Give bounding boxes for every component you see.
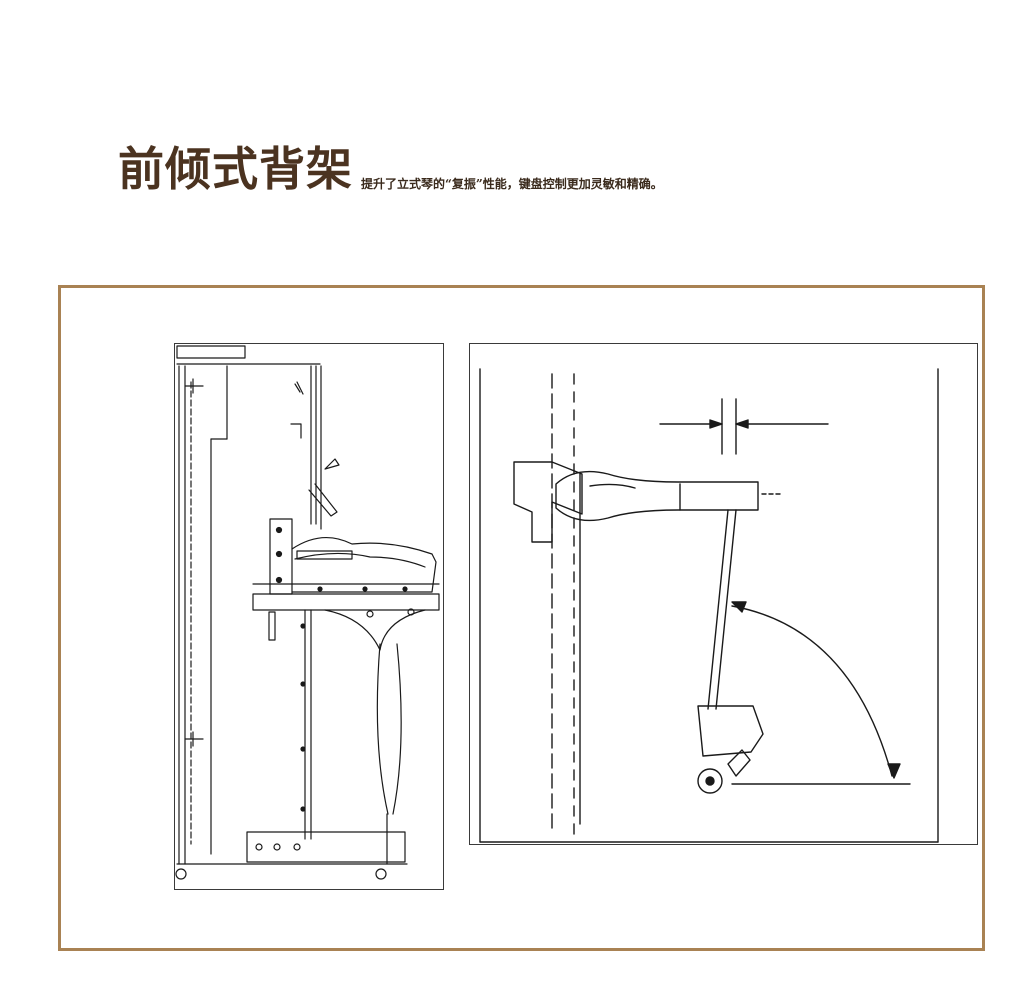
piano-section-panel	[174, 343, 444, 890]
hammer-detail-panel	[469, 343, 978, 845]
figure-frame	[58, 285, 985, 951]
page-title: 前倾式背架	[118, 142, 353, 196]
page-subtitle: 提升了立式琴的“复振”性能，键盘控制更加灵敏和精确。	[361, 177, 663, 191]
page-heading: 前倾式背架 提升了立式琴的“复振”性能，键盘控制更加灵敏和精确。	[118, 146, 663, 192]
piano-section-drawing	[175, 345, 440, 880]
hammer-detail-drawing	[479, 368, 939, 843]
